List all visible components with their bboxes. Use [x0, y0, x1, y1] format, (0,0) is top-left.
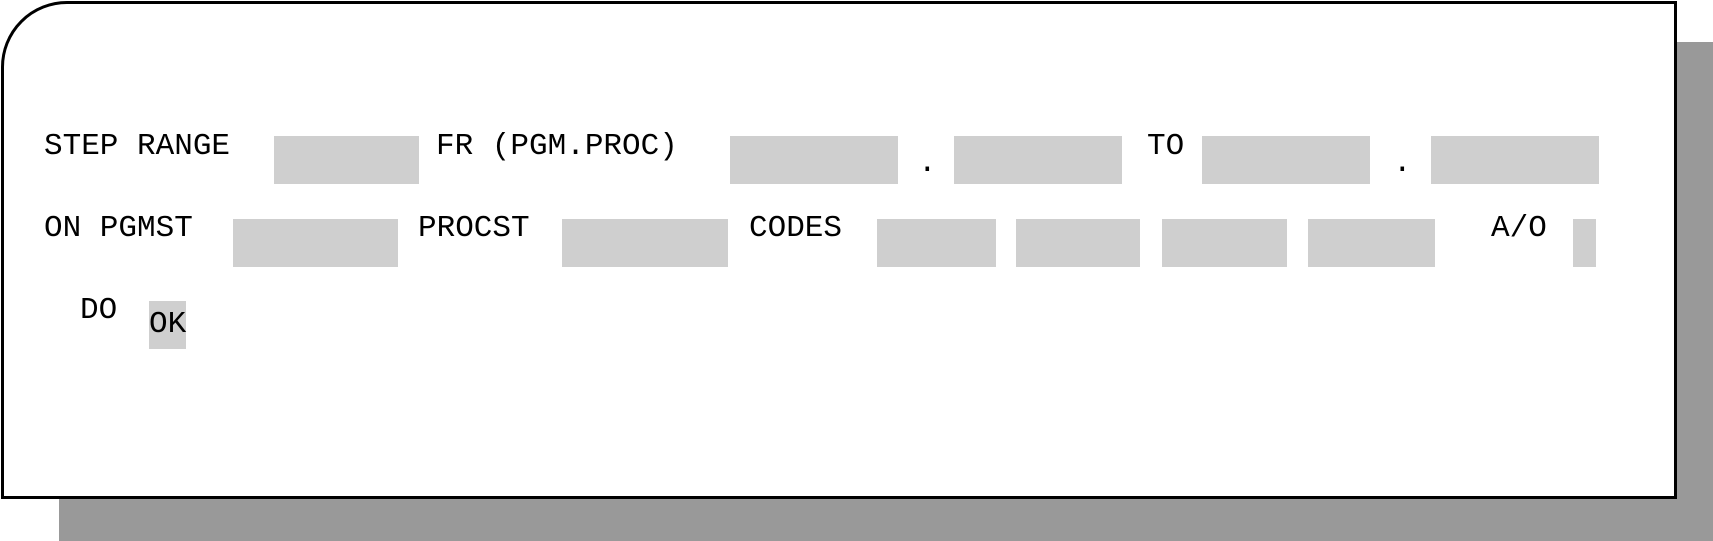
- step-range-dialog: STEP RANGE FR (PGM.PROC) . TO . ON PGMST…: [1, 1, 1677, 499]
- to-pgm-field[interactable]: [1202, 136, 1370, 184]
- fr-proc-field[interactable]: [954, 136, 1122, 184]
- code-field-4[interactable]: [1308, 219, 1435, 267]
- ao-field[interactable]: [1573, 219, 1596, 267]
- on-pgmst-label: ON PGMST: [44, 211, 193, 246]
- step-range-label: STEP RANGE: [44, 129, 231, 164]
- to-proc-field[interactable]: [1431, 136, 1599, 184]
- pgmst-field[interactable]: [233, 219, 398, 267]
- ao-label: A/O: [1491, 211, 1547, 246]
- code-field-1[interactable]: [877, 219, 996, 267]
- codes-label: CODES: [749, 211, 843, 246]
- do-command-field[interactable]: OK: [149, 301, 187, 349]
- to-label: TO: [1147, 129, 1185, 164]
- code-field-2[interactable]: [1016, 219, 1140, 267]
- fr-pgm-field[interactable]: [730, 136, 898, 184]
- procst-label: PROCST: [418, 211, 530, 246]
- fr-pgm-proc-label: FR (PGM.PROC): [436, 129, 678, 164]
- procst-field[interactable]: [562, 219, 728, 267]
- do-label: DO: [80, 293, 118, 328]
- to-separator: .: [1393, 146, 1412, 181]
- step-range-field[interactable]: [274, 136, 419, 184]
- code-field-3[interactable]: [1162, 219, 1287, 267]
- fr-separator: .: [918, 146, 937, 181]
